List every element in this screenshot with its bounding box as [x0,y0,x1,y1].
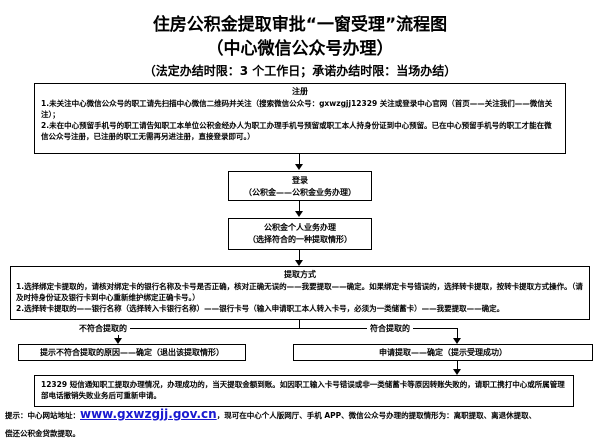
sms-notice-box: 12329 短信通知职工提取办理情况，办理成功的，当天提取金额到账。如因职工输入… [34,375,574,407]
register-box: 注册 1.未关注中心微信公众号的职工请先扫描中心微信二维码并关注（搜索微信公众号… [34,83,566,154]
branch-horizontal [118,328,457,329]
register-step-1: 1.未关注中心微信公众号的职工请先扫描中心微信二维码并关注（搜索微信公众号：gx… [41,99,553,119]
website-link[interactable]: www.gxwzgjj.gov.cn [80,407,217,421]
time-limit-text: （法定办结时限：3 个工作日；承诺办结时限：当场办结） [143,64,457,78]
eligible-box: 申请提取——确定（提示受理成功） [293,344,593,361]
arrow-3-line [299,250,300,262]
branch-stem [299,320,300,328]
page-subtitle: （中心微信公众号办理） [206,39,394,59]
withdraw-method-option-2: 2.选择转卡提取的——银行名称（选择转入卡银行名称）——银行卡号（输入申请职工本… [16,304,505,313]
login-title: 登录 [292,176,308,185]
branch-not-eligible-label: 不符合提取的 [76,323,130,335]
register-title: 注册 [292,87,308,96]
login-box: 登录 （公积金——公积金业务办理） [228,171,372,201]
page-title: 住房公积金提取审批“一窗受理”流程图 [152,15,448,35]
withdraw-method-box: 提取方式 1.选择绑定卡提取的，请核对绑定卡的银行名称及卡号是否正确，核对正确无… [10,266,590,320]
branch-eligible-label: 符合提取的 [367,323,413,335]
arrow-1-head [295,164,303,170]
not-eligible-box: 提示不符合提取的原因——确定（退出该提取情形） [18,344,246,361]
register-step-2: 2.未在中心预留手机号的职工请告知职工本单位公积金经办人为职工办理手机号预留或职… [41,121,552,141]
branch-right-drop [457,328,458,339]
arrow-3-head [295,260,303,266]
login-path: （公积金——公积金业务办理） [244,188,356,197]
personal-business-title: 公积金个人业务办理 [264,223,336,232]
personal-business-hint: （选择符合的一种提取情形） [248,235,352,244]
footer-tip-line-2: 偿还公积金贷款提取。 [5,429,80,438]
footer-tip: 提示：中心网站地址：www.gxwzgjj.gov.cn，现可在中心个人版网厅、… [5,407,595,421]
footer-suffix: ，现可在中心个人版网厅、手机 APP、微信公众号办理的提取情形为：离职提取、离退… [216,411,537,420]
arrow-2-head [295,211,303,217]
branch-left-arrow [114,338,122,344]
arrow-2-line [299,201,300,213]
withdraw-method-option-1: 1.选择绑定卡提取的，请核对绑定卡的银行名称及卡号是否正确，核对正确无误的——我… [16,282,583,302]
branch-right-arrow [453,338,461,344]
arrow-sms-line [457,361,458,370]
footer-prefix: 提示：中心网站地址： [5,411,80,420]
arrow-1-line [299,154,300,166]
withdraw-method-title: 提取方式 [284,270,316,279]
arrow-sms-head [453,369,461,375]
personal-business-box: 公积金个人业务办理 （选择符合的一种提取情形） [228,218,372,250]
